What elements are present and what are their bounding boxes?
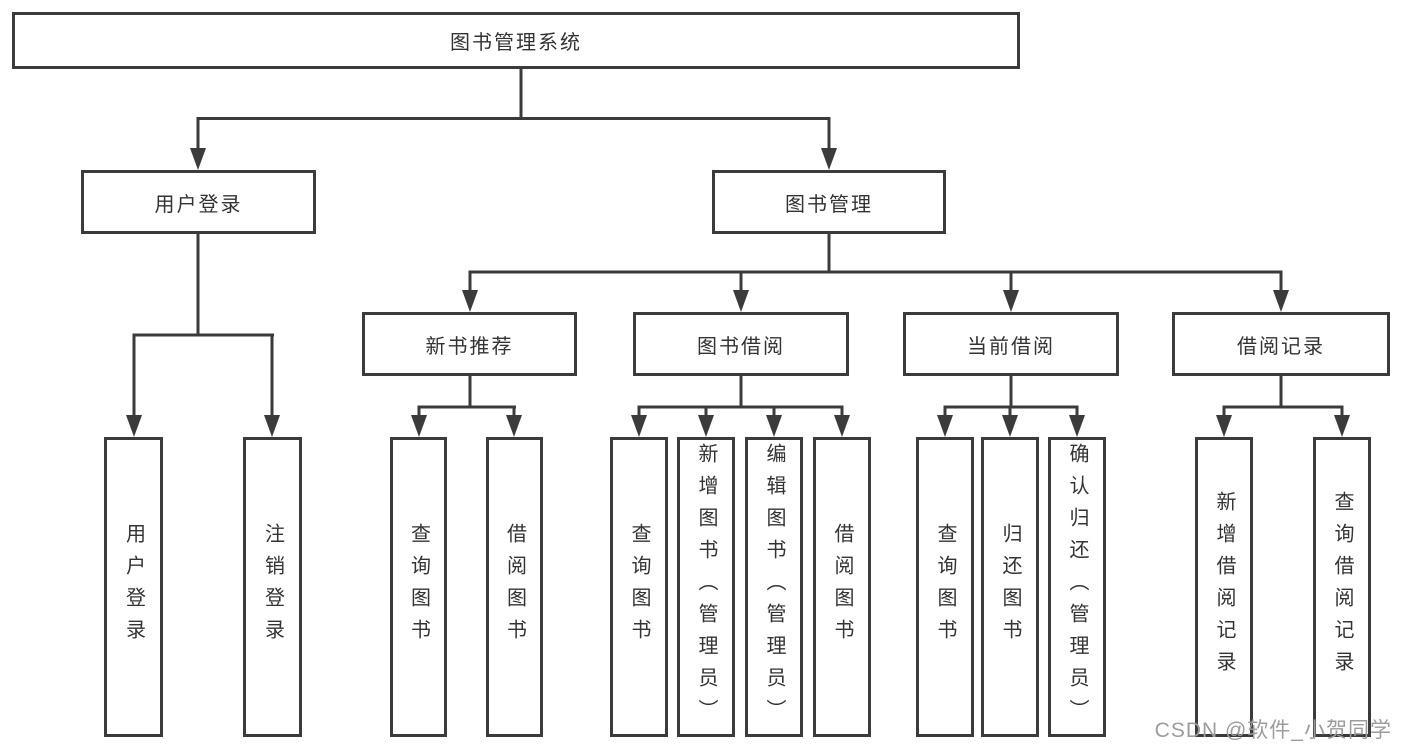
- leaf-add-books-admin: 新增图书（管理员）: [677, 437, 735, 737]
- node-label: 确认归还（管理员）: [1066, 443, 1088, 731]
- connector-book-borrowing: [631, 376, 850, 437]
- node-new-book-recommendation: 新书推荐: [362, 312, 577, 376]
- connector-user-login: [126, 234, 280, 437]
- arrowhead-icon: [1069, 415, 1085, 437]
- leaf-add-borrow-record: 新增借阅记录: [1195, 437, 1253, 737]
- arrowhead-icon: [1003, 290, 1019, 312]
- arrowhead-icon: [1002, 415, 1018, 437]
- node-book-management: 图书管理: [712, 170, 946, 234]
- leaf-return-books: 归还图书: [981, 437, 1039, 737]
- arrowhead-icon: [937, 415, 953, 437]
- leaf-logout-login: 注销登录: [243, 437, 302, 737]
- node-label: 注销登录: [261, 523, 284, 651]
- leaf-user-login: 用户登录: [104, 437, 163, 737]
- arrowhead-icon: [733, 290, 749, 312]
- arrowhead-icon: [411, 415, 427, 437]
- node-label: 编辑图书（管理员）: [763, 443, 785, 731]
- connector-current-borrowing: [937, 376, 1085, 437]
- leaf-query-books-recommend: 查询图书: [390, 437, 447, 737]
- leaf-borrow-books-recommend: 借阅图书: [486, 437, 543, 737]
- connector-book-management: [462, 234, 1289, 312]
- node-label: 图书管理系统: [450, 32, 582, 54]
- node-label: 新增借阅记录: [1213, 491, 1235, 683]
- arrowhead-icon: [1334, 415, 1350, 437]
- node-label: 新书推荐: [425, 335, 514, 358]
- node-label: 新增图书（管理员）: [695, 443, 717, 731]
- node-book-borrowing: 图书借阅: [633, 312, 849, 376]
- node-label: 用户登录: [154, 193, 243, 216]
- node-label: 借阅图书: [503, 523, 526, 651]
- leaf-query-books-borrowing: 查询图书: [610, 437, 668, 737]
- arrowhead-icon: [698, 415, 714, 437]
- node-borrowing-records: 借阅记录: [1172, 312, 1390, 376]
- connector-new-book-recommendation: [411, 376, 522, 437]
- arrowhead-icon: [190, 148, 206, 170]
- arrowhead-icon: [631, 415, 647, 437]
- leaf-edit-books-admin: 编辑图书（管理员）: [745, 437, 803, 737]
- node-label: 图书借阅: [697, 335, 785, 358]
- node-current-borrowing: 当前借阅: [903, 312, 1119, 376]
- node-label: 当前借阅: [967, 335, 1055, 358]
- node-label: 查询图书: [407, 523, 430, 651]
- leaf-query-books-current: 查询图书: [916, 437, 974, 737]
- csdn-watermark: CSDN @软件_小贺同学: [1154, 719, 1392, 742]
- node-label: 借阅图书: [831, 523, 853, 651]
- leaf-borrow-books-borrowing: 借阅图书: [813, 437, 871, 737]
- arrowhead-icon: [1216, 415, 1232, 437]
- node-label: 查询图书: [934, 523, 956, 651]
- arrowhead-icon: [264, 415, 280, 437]
- node-user-login: 用户登录: [81, 170, 316, 234]
- arrowhead-icon: [462, 290, 478, 312]
- node-label: 借阅记录: [1237, 335, 1325, 358]
- arrowhead-icon: [821, 148, 837, 170]
- leaf-confirm-return-admin: 确认归还（管理员）: [1048, 437, 1106, 737]
- node-label: 归还图书: [999, 523, 1021, 651]
- arrowhead-icon: [506, 415, 522, 437]
- connector-borrowing-records: [1216, 376, 1350, 437]
- leaf-query-borrow-record: 查询借阅记录: [1313, 437, 1371, 737]
- arrowhead-icon: [126, 415, 142, 437]
- arrowhead-icon: [766, 415, 782, 437]
- arrowhead-icon: [1273, 290, 1289, 312]
- node-book-management-system: 图书管理系统: [12, 12, 1020, 69]
- arrowhead-icon: [834, 415, 850, 437]
- node-label: 图书管理: [785, 193, 873, 216]
- node-label: 查询图书: [628, 523, 650, 651]
- node-label: 查询借阅记录: [1331, 491, 1353, 683]
- node-label: 用户登录: [122, 523, 145, 651]
- connector-root: [190, 69, 837, 170]
